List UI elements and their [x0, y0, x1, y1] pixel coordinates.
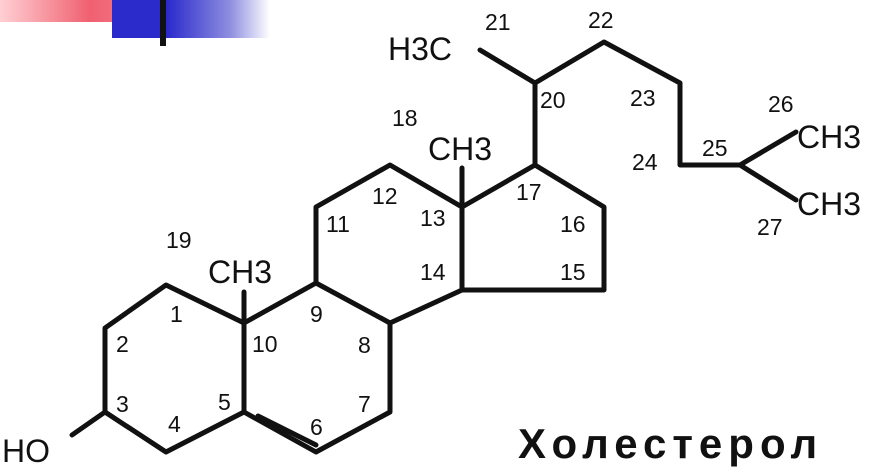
side-chain [477, 39, 799, 203]
carbon-number: 8 [358, 332, 371, 358]
carbon-number: 4 [168, 411, 181, 437]
carbon-number: 16 [560, 211, 586, 237]
carbon-number: 19 [166, 227, 192, 253]
methyl-26-label: CH3 [797, 119, 861, 155]
ring-d [459, 162, 607, 293]
corner-black-bar [160, 0, 166, 46]
ring-a [69, 282, 247, 455]
carbon-number: 15 [560, 259, 586, 285]
carbon-number: 11 [326, 211, 350, 237]
methyl-19-label: CH3 [208, 254, 272, 290]
carbon-number: 14 [420, 259, 446, 285]
carbon-number: 12 [372, 183, 398, 209]
carbon-number: 18 [392, 105, 418, 131]
ring-c [313, 162, 465, 326]
carbon-number: 5 [218, 389, 231, 415]
diagram-title: Холестерол [518, 420, 823, 467]
methyl-27-label: CH3 [797, 186, 861, 222]
hydroxyl-bond [69, 409, 108, 438]
hydroxyl-label: HO [2, 433, 50, 469]
carbon-number: 25 [702, 135, 728, 161]
carbon-number: 13 [420, 205, 446, 231]
carbon-number: 2 [116, 331, 129, 357]
carbon-number: 17 [516, 179, 542, 205]
carbon-number: 23 [630, 85, 656, 111]
carbon-number: 6 [310, 414, 323, 440]
carbon-number: 24 [632, 149, 658, 175]
carbon-number: 27 [757, 214, 783, 240]
carbon-number: 1 [170, 301, 183, 327]
methyl-21-label: H3C [388, 31, 452, 67]
ring-b [241, 280, 393, 455]
carbon-number: 26 [768, 91, 794, 117]
carbon-number: 22 [588, 7, 614, 33]
carbon-number: 9 [310, 301, 323, 327]
carbon-number: 10 [252, 331, 278, 357]
carbon-number: 3 [116, 391, 129, 417]
double-bond-5-6 [255, 413, 319, 448]
corner-blue-gradient [112, 0, 270, 38]
carbon-number: 21 [485, 9, 511, 35]
corner-decoration [0, 0, 270, 46]
methyl-18-label: CH3 [428, 131, 492, 167]
carbon-number: 20 [540, 87, 566, 113]
carbon-number: 7 [358, 391, 371, 417]
